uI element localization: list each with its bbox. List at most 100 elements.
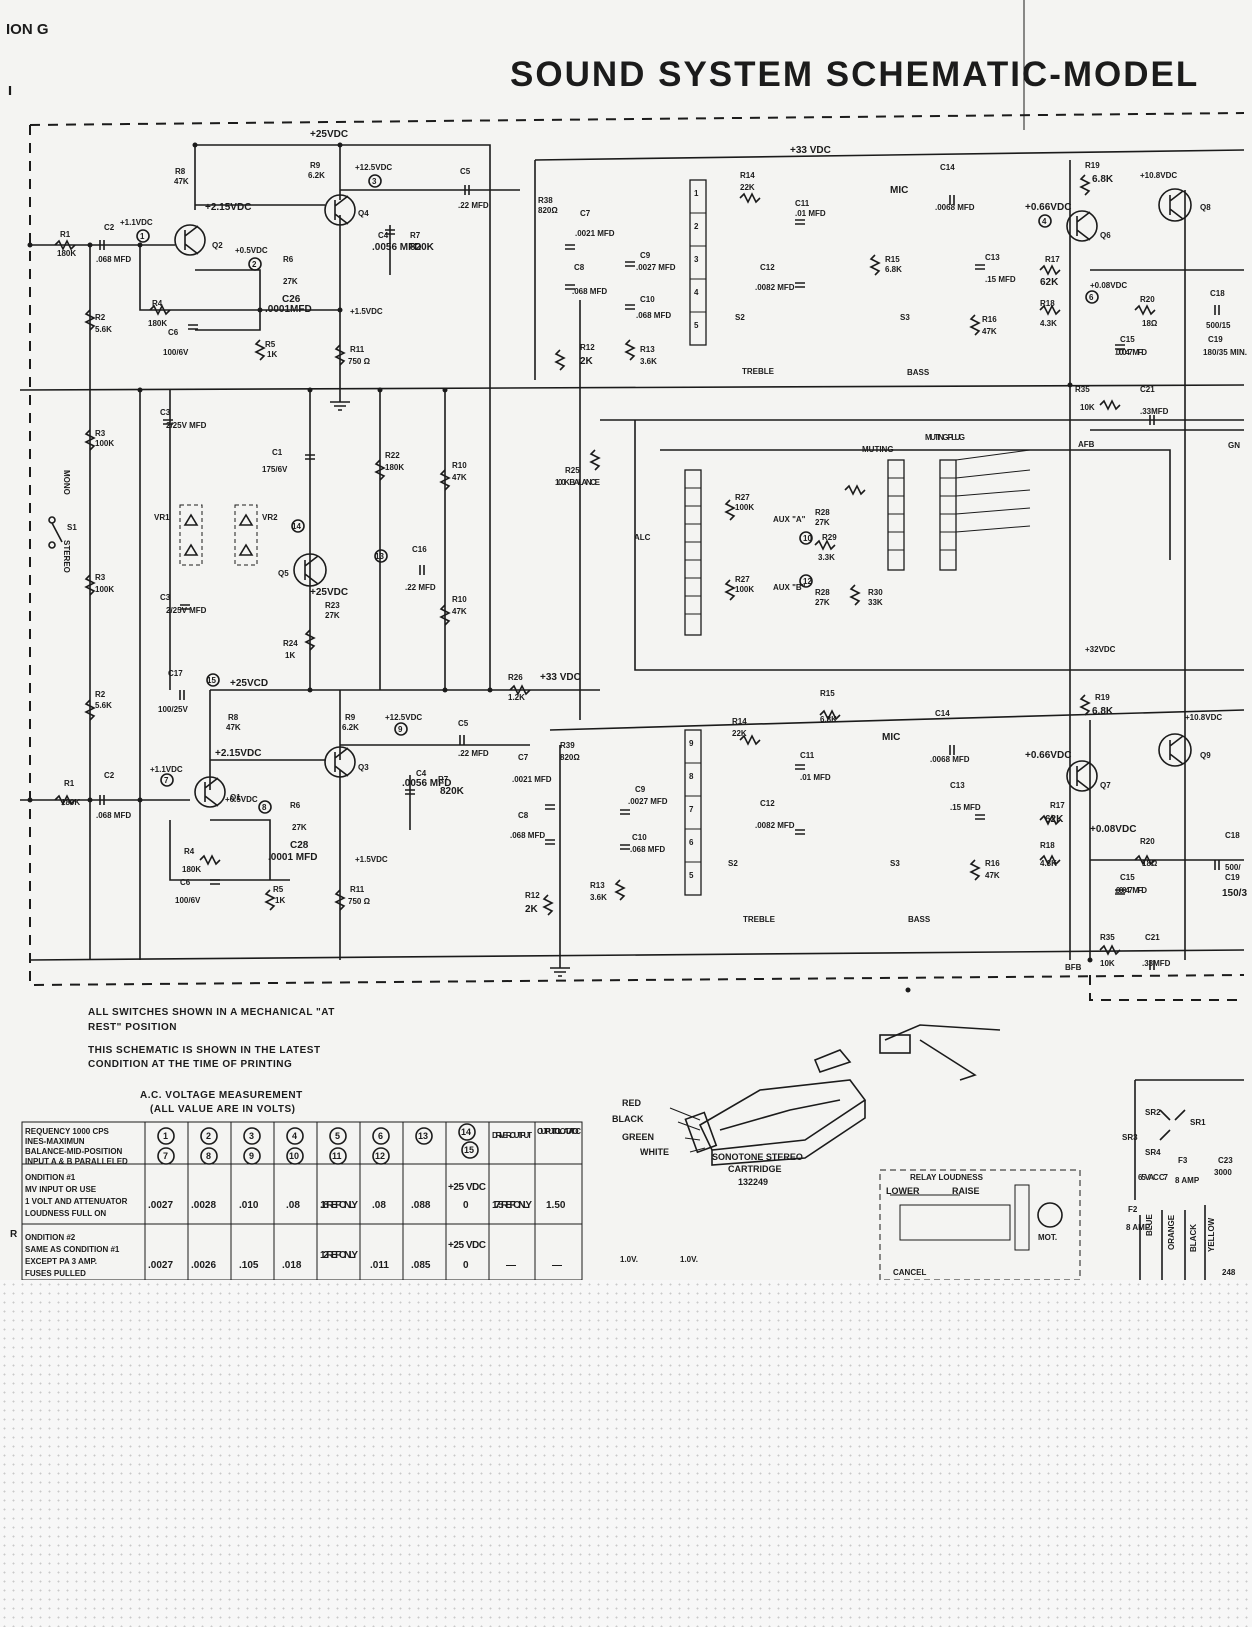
svg-text:.0068 MFD: .0068 MFD bbox=[935, 203, 975, 212]
svg-text:C16: C16 bbox=[412, 545, 427, 554]
svg-text:180K: 180K bbox=[148, 319, 167, 328]
svg-text:0: 0 bbox=[463, 1200, 469, 1211]
svg-text:2: 2 bbox=[252, 260, 257, 269]
svg-text:R35: R35 bbox=[1075, 385, 1090, 394]
svg-text:500/15: 500/15 bbox=[1206, 321, 1231, 330]
test-points: 1 2 3 14 13 15 7 8 9 4 6 10 12 bbox=[136, 174, 1099, 814]
svg-text:6.2K: 6.2K bbox=[308, 171, 325, 180]
svg-text:R9: R9 bbox=[345, 713, 356, 722]
svg-text:.011: .011 bbox=[370, 1260, 389, 1271]
svg-text:R11: R11 bbox=[350, 345, 365, 354]
svg-text:REST" POSITION: REST" POSITION bbox=[88, 1022, 177, 1033]
svg-text:.15 MFD: .15 MFD bbox=[950, 803, 981, 812]
svg-text:R30: R30 bbox=[868, 588, 883, 597]
svg-text:4.3K: 4.3K bbox=[1040, 319, 1057, 328]
svg-text:+25VDC: +25VDC bbox=[310, 587, 348, 598]
svg-text:DRIVER OUTPUT: DRIVER OUTPUT bbox=[492, 1131, 532, 1140]
svg-text:C15: C15 bbox=[1120, 873, 1135, 882]
svg-text:5: 5 bbox=[335, 1131, 340, 1141]
svg-text:Q4: Q4 bbox=[358, 209, 369, 218]
svg-text:R14: R14 bbox=[740, 171, 755, 180]
svg-text:C23: C23 bbox=[1218, 1156, 1233, 1165]
svg-text:6: 6 bbox=[689, 838, 694, 847]
svg-text:500/: 500/ bbox=[1225, 863, 1241, 872]
svg-text:BASS: BASS bbox=[907, 368, 930, 377]
svg-text:R3: R3 bbox=[95, 573, 106, 582]
svg-text:R1: R1 bbox=[64, 779, 75, 788]
svg-text:C2: C2 bbox=[104, 223, 115, 232]
svg-text:1: 1 bbox=[163, 1131, 168, 1141]
svg-text:VR2: VR2 bbox=[262, 513, 278, 522]
svg-text:3.6K: 3.6K bbox=[640, 357, 657, 366]
svg-text:1K: 1K bbox=[285, 651, 295, 660]
svg-text:C9: C9 bbox=[635, 785, 646, 794]
svg-text:.00047 MFD: .00047 MFD bbox=[1115, 348, 1147, 357]
svg-text:C6: C6 bbox=[180, 878, 191, 887]
svg-text:820K: 820K bbox=[410, 242, 435, 253]
svg-text:R16: R16 bbox=[985, 859, 1000, 868]
svg-text:7: 7 bbox=[689, 805, 694, 814]
bottom-circle-row: 7 8 9 10 11 12 bbox=[157, 1147, 390, 1165]
svg-text:100K: 100K bbox=[95, 439, 114, 448]
svg-text:.0026: .0026 bbox=[191, 1260, 216, 1271]
svg-text:.0056 MFD: .0056 MFD bbox=[372, 242, 421, 253]
svg-text:4: 4 bbox=[694, 288, 699, 297]
svg-text:R8: R8 bbox=[228, 713, 239, 722]
svg-text:.33MFD: .33MFD bbox=[1140, 407, 1169, 416]
svg-text:.22 MFD: .22 MFD bbox=[458, 749, 489, 758]
svg-text:5: 5 bbox=[689, 871, 694, 880]
svg-text:100/6V: 100/6V bbox=[163, 348, 189, 357]
svg-text:+25 VDC: +25 VDC bbox=[448, 1240, 486, 1251]
svg-text:47K: 47K bbox=[452, 607, 467, 616]
svg-text:R22: R22 bbox=[385, 451, 400, 460]
svg-text:8: 8 bbox=[206, 1151, 211, 1161]
svg-text:R25: R25 bbox=[565, 466, 580, 475]
rectifier-section: SR2 SR1 SR3 SR4 F3 8 AMP 65VAC C7 C23 30… bbox=[1122, 1079, 1244, 1280]
svg-text:R20: R20 bbox=[1140, 837, 1155, 846]
svg-text:3000: 3000 bbox=[1214, 1168, 1232, 1177]
svg-text:7: 7 bbox=[164, 776, 169, 785]
svg-text:C5: C5 bbox=[458, 719, 469, 728]
svg-text:4.3K: 4.3K bbox=[1040, 859, 1057, 868]
svg-text:100K: 100K bbox=[735, 585, 754, 594]
svg-text:180K: 180K bbox=[182, 865, 201, 874]
relay-loudness-box: RELAY LOUDNESS LOWER RAISE MOT. CANCEL bbox=[879, 1169, 1081, 1280]
svg-text:22K: 22K bbox=[732, 729, 747, 738]
svg-text:C14: C14 bbox=[940, 163, 955, 172]
svg-text:Q6: Q6 bbox=[1100, 231, 1111, 240]
svg-text:2: 2 bbox=[206, 1131, 211, 1141]
svg-text:C7: C7 bbox=[580, 209, 591, 218]
svg-text:R2: R2 bbox=[95, 313, 106, 322]
svg-text:MIC: MIC bbox=[882, 732, 900, 743]
svg-text:1: 1 bbox=[140, 232, 145, 241]
schematic-notes: ALL SWITCHES SHOWN IN A MECHANICAL "AT R… bbox=[88, 1007, 334, 1070]
svg-text:R24: R24 bbox=[283, 639, 298, 648]
terminal-block-b: 987 65 bbox=[684, 729, 702, 896]
svg-text:820Ω: 820Ω bbox=[538, 206, 558, 215]
svg-text:.068 MFD: .068 MFD bbox=[572, 287, 607, 296]
svg-text:4: 4 bbox=[1042, 217, 1047, 226]
svg-text:62K: 62K bbox=[1045, 814, 1064, 825]
svg-text:C4: C4 bbox=[416, 769, 427, 778]
svg-text:.068 MFD: .068 MFD bbox=[96, 811, 131, 820]
svg-text:C4: C4 bbox=[378, 231, 389, 240]
cartridge-drawing bbox=[669, 1024, 1001, 1166]
svg-text:R15: R15 bbox=[820, 689, 835, 698]
svg-text:R18: R18 bbox=[1040, 841, 1055, 850]
transistor-q1 bbox=[194, 776, 226, 808]
svg-text:27K: 27K bbox=[283, 277, 298, 286]
voltage-label-1: 1.0V. bbox=[620, 1255, 638, 1264]
varistors bbox=[179, 504, 258, 566]
svg-text:C11: C11 bbox=[795, 199, 810, 208]
svg-text:.0001MFD: .0001MFD bbox=[265, 304, 312, 315]
svg-text:8 AMP: 8 AMP bbox=[1126, 1223, 1151, 1232]
svg-text:RELAY LOUDNESS: RELAY LOUDNESS bbox=[910, 1173, 984, 1182]
svg-text:.0001 MFD: .0001 MFD bbox=[268, 852, 317, 863]
svg-text:.0068 MFD: .0068 MFD bbox=[930, 755, 970, 764]
svg-text:C28: C28 bbox=[290, 840, 309, 851]
svg-text:AFB: AFB bbox=[1078, 440, 1095, 449]
